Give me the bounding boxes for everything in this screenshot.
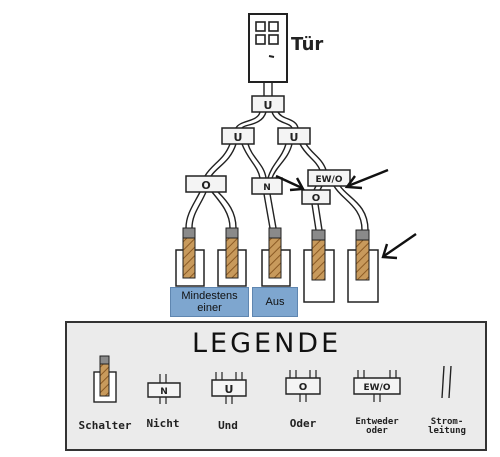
wire-icon [441,365,452,399]
door-icon [248,13,288,83]
svg-text:O: O [201,179,210,192]
off-label: Aus [265,296,285,308]
legend-caption-wire: Strom-leitung [428,417,466,436]
svg-text:N: N [263,183,271,193]
svg-text:U: U [264,99,273,112]
legend-caption-not: Nicht [146,417,180,430]
legend-caption-xor: Entweder oder [355,417,399,436]
svg-text:EW/O: EW/O [315,175,342,185]
or-gate-icon: O [285,370,321,402]
and-gate-top: U [251,95,285,113]
legend-title: LEGENDE [192,328,342,359]
svg-text:O: O [312,193,321,204]
off-box: Aus [252,287,298,317]
and-gate-icon: U [211,372,247,404]
switch-icon [93,355,117,403]
switch-1 [175,227,205,287]
switch-2 [217,227,247,287]
switch-5 [347,229,379,303]
arrow-icon-3 [381,233,417,260]
legend-panel [65,321,487,451]
svg-text:O: O [299,382,308,393]
switch-4 [303,229,335,303]
legend-caption-or: Oder [289,417,317,430]
and-gate-left: U [221,127,255,145]
svg-text:U: U [290,131,299,144]
not-gate-mid: N [251,177,283,195]
wires [185,82,369,231]
xor-gate-icon: EW/O [353,370,401,402]
at-least-one-label: Mindestens einer [181,290,238,314]
and-gate-right: U [277,127,311,145]
svg-text:U: U [234,131,243,144]
legend-caption-switch: Schalter [78,419,132,432]
arrow-icon-1 [275,174,305,192]
not-gate-icon: N [147,374,181,404]
xor-gate-right: EW/O [307,169,351,187]
svg-text:U: U [225,383,234,396]
at-least-one-box: Mindestens einer [170,287,249,317]
svg-text:N: N [160,387,168,397]
or-gate-right: O [301,189,331,205]
legend-caption-and: Und [218,419,238,432]
arrow-icon-2 [344,168,389,190]
switch-3 [261,227,291,287]
svg-text:EW/O: EW/O [363,383,390,393]
door-label: Tür [291,34,323,55]
or-gate-left: O [185,175,227,193]
